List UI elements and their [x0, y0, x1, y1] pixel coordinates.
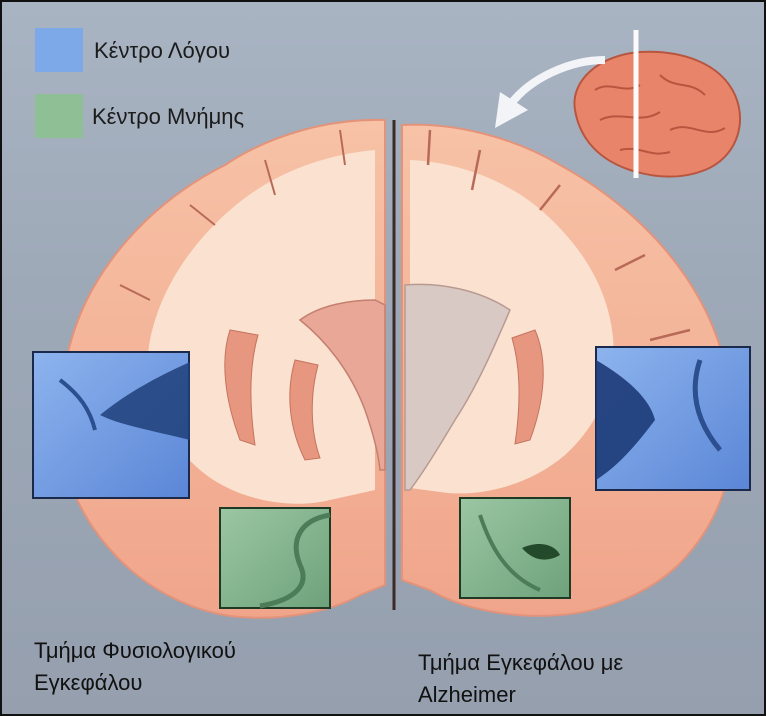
caption-alzheimer-line2: Alzheimer [418, 680, 516, 710]
speech-center-normal [33, 352, 190, 498]
memory-center-normal [220, 508, 330, 608]
caption-alzheimer-line1: Τμήμα Εγκεφάλου με [418, 648, 623, 678]
caption-normal-line2: Εγκεφάλου [34, 668, 142, 698]
speech-center-alzheimer [596, 347, 750, 490]
brain-inset-icon [574, 30, 740, 178]
caption-normal-line1: Τμήμα Φυσιολογικού [34, 636, 236, 666]
memory-center-alzheimer [460, 498, 570, 598]
